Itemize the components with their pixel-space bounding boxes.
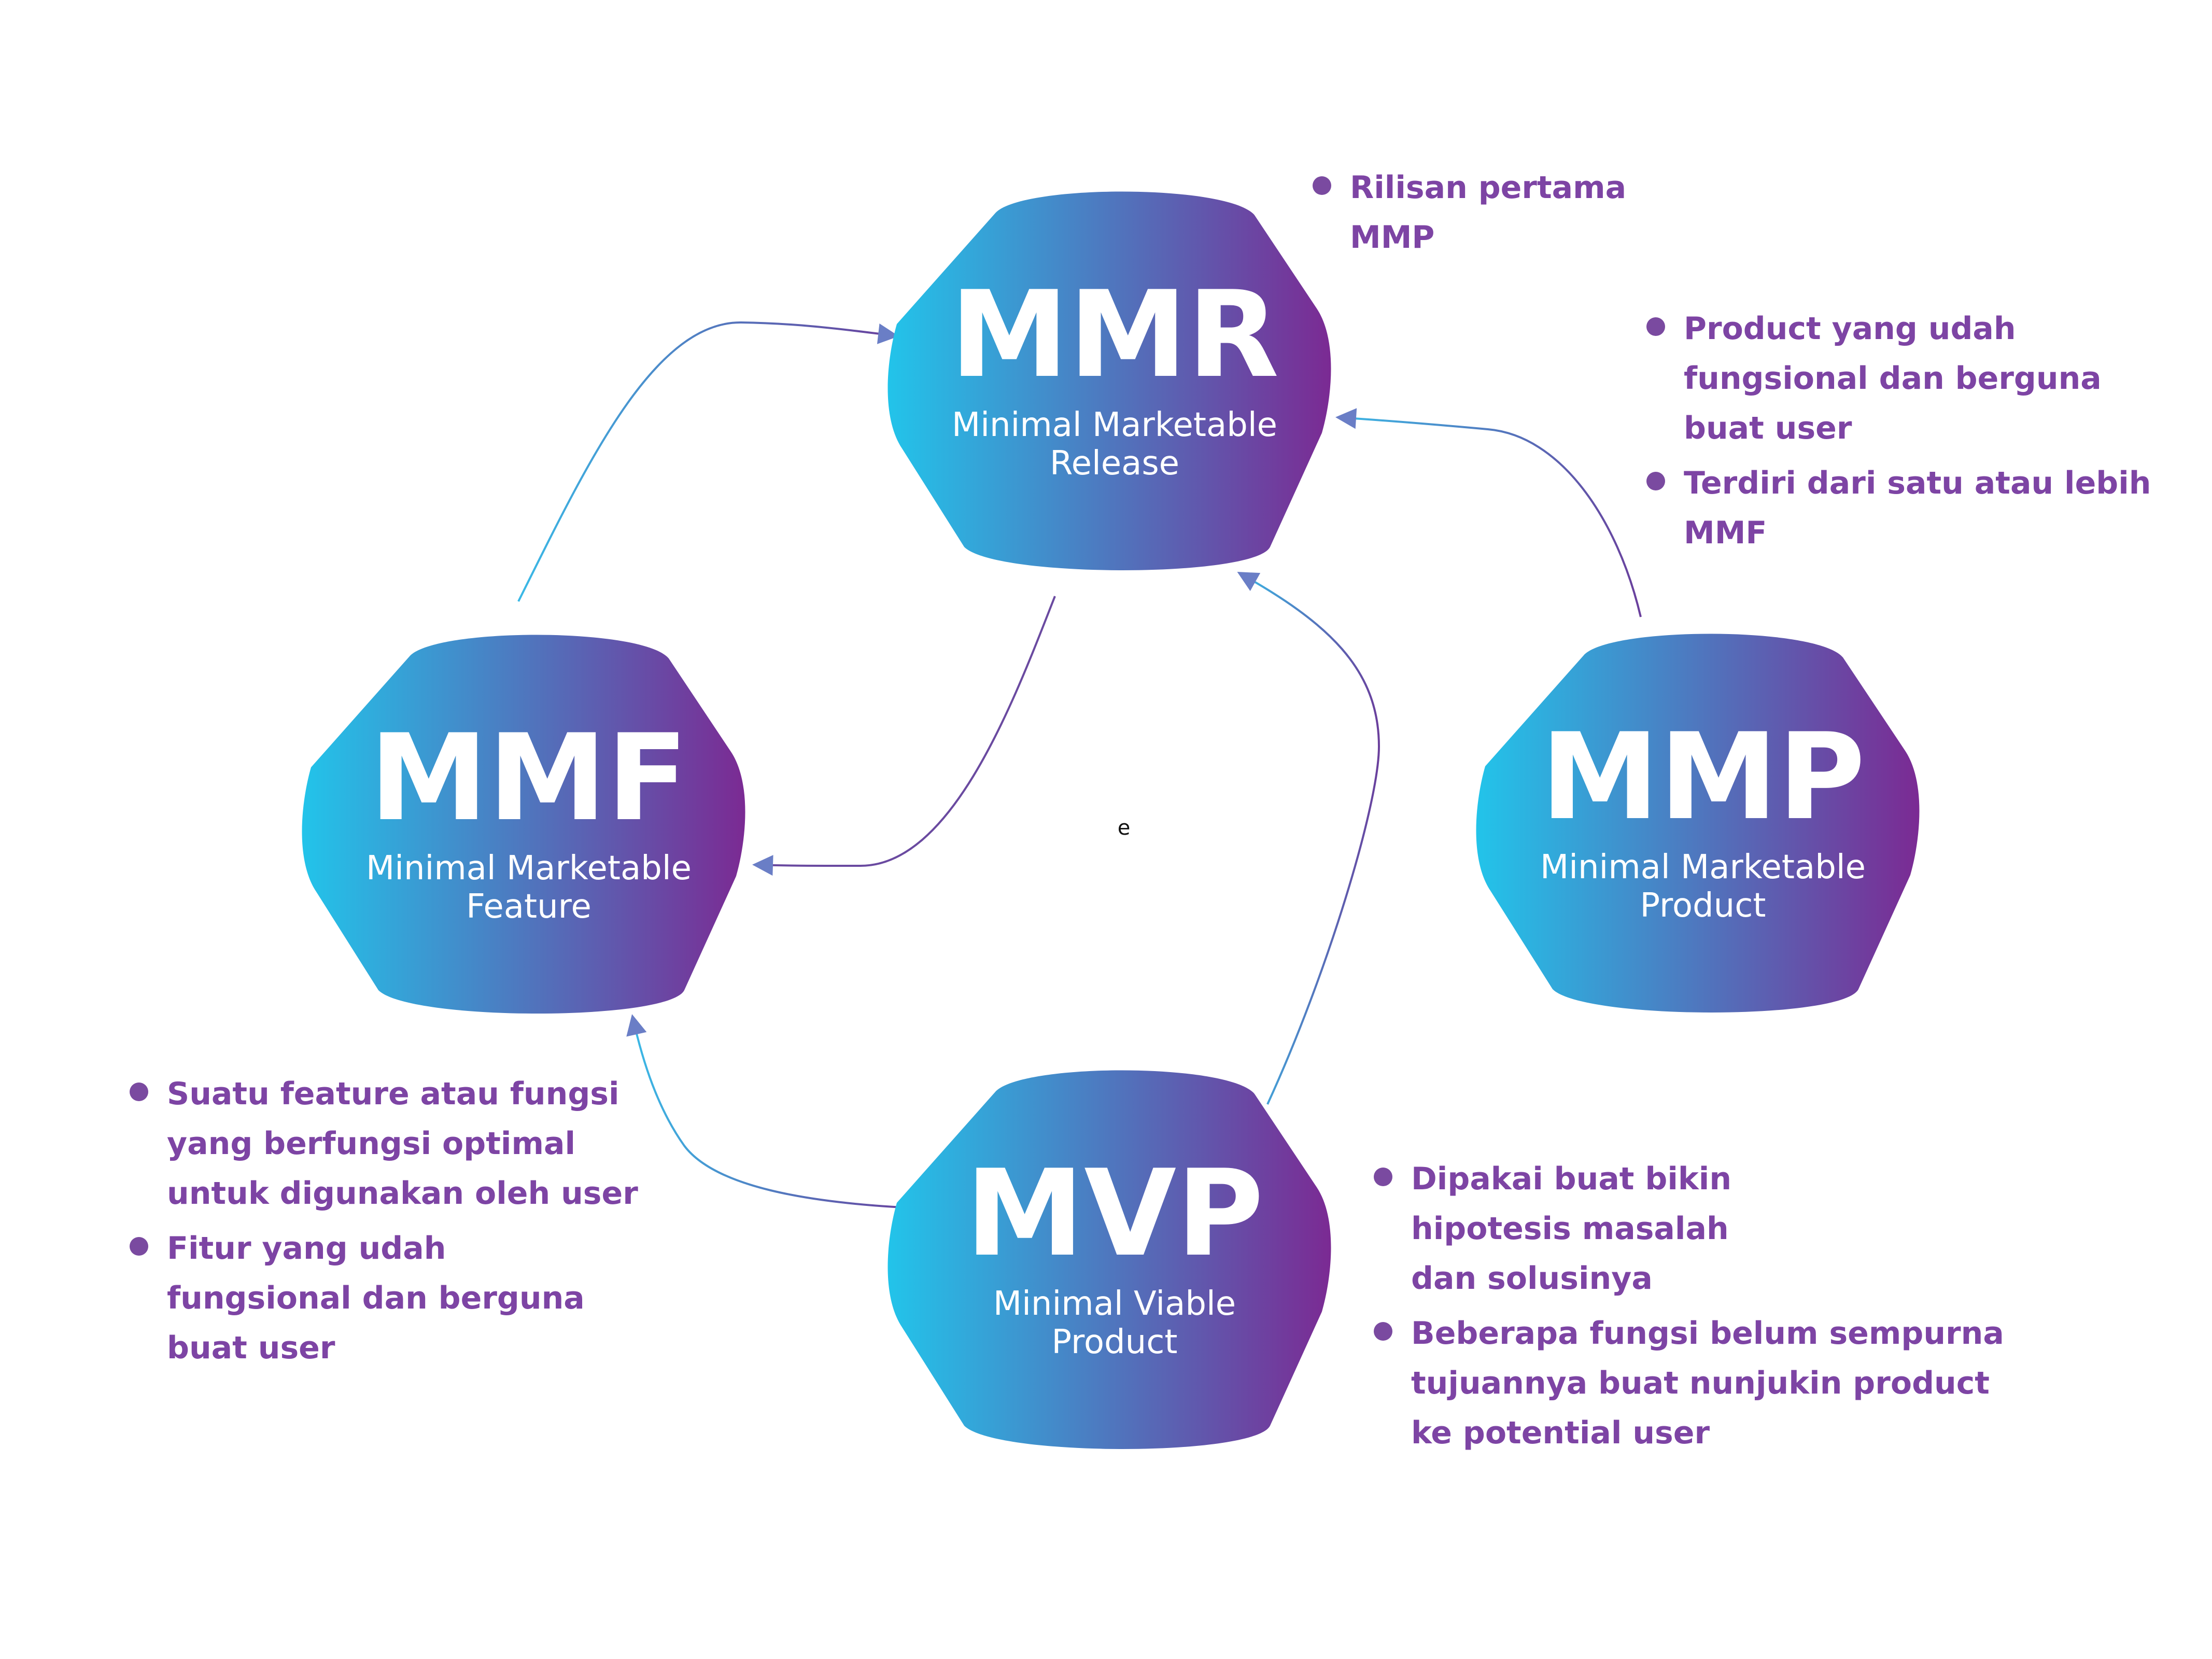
mmf-subtitle-line1: Minimal Marketable [366, 849, 692, 888]
mmf-note-item: Fitur yang udah fungsional dan berguna b… [130, 1224, 685, 1373]
mvp-notes: Dipakai buat bikin hipotesis masalah dan… [1374, 1154, 2033, 1463]
stray-label: e [1118, 816, 1131, 840]
mmf-abbreviation: MMF [370, 709, 688, 848]
mmr-subtitle-line1: Minimal Marketable [952, 406, 1277, 444]
bullet-dot [1646, 472, 1665, 490]
mmp-note-item: Product yang udah fungsional dan berguna… [1646, 304, 2202, 453]
connector-mmr-to-mmf [752, 596, 1056, 876]
mmp-notes: Product yang udah fungsional dan berguna… [1646, 304, 2202, 563]
mmf-notes: Suatu feature atau fungsi yang berfungsi… [130, 1069, 685, 1378]
connector-mvp-to-mmr [1237, 572, 1380, 1105]
mmr-node[interactable]: MMR Minimal Marketable Release [887, 191, 1331, 570]
mmf-node[interactable]: MMF Minimal Marketable Feature [302, 635, 745, 1014]
mmf-hexagon-shape [302, 635, 745, 1014]
connector-mmf-to-mmr [517, 321, 899, 602]
mmr-note-item: Rilisan pertama MMP [1313, 163, 1816, 262]
mmp-note-text: Terdiri dari satu atau lebih MMF [1684, 465, 2151, 551]
mmr-notes: Rilisan pertama MMP [1313, 163, 1816, 268]
mmp-subtitle-line1: Minimal Marketable [1540, 848, 1866, 887]
mvp-note-item: Dipakai buat bikin hipotesis masalah dan… [1374, 1154, 2033, 1303]
mvp-hexagon-shape [887, 1070, 1331, 1449]
bullet-dot [1374, 1168, 1392, 1186]
bullet-dot [1646, 317, 1665, 336]
bullet-dot [130, 1237, 148, 1256]
bullet-dot [1313, 176, 1331, 195]
mmf-note-text: Fitur yang udah fungsional dan berguna b… [167, 1230, 585, 1366]
connector-mmp-to-mmr [1335, 408, 1642, 617]
mvp-abbreviation: MVP [965, 1145, 1263, 1283]
mmp-hexagon-shape [1476, 634, 1920, 1013]
bullet-dot [130, 1082, 148, 1101]
mmp-subtitle-line2: Product [1640, 887, 1766, 925]
mmr-abbreviation: MMR [950, 266, 1279, 404]
mvp-note-text: Dipakai buat bikin hipotesis masalah dan… [1411, 1161, 1732, 1297]
bullet-dot [1374, 1322, 1392, 1341]
mmf-note-text: Suatu feature atau fungsi yang berfungsi… [167, 1076, 638, 1212]
mvp-subtitle-line1: Minimal Viable [993, 1285, 1236, 1323]
mmr-hexagon-shape [887, 191, 1331, 570]
mmp-note-item: Terdiri dari satu atau lebih MMF [1646, 458, 2202, 558]
mmf-subtitle-line2: Feature [466, 888, 591, 926]
mvp-note-text: Beberapa fungsi belum sempurna tujuannya… [1411, 1315, 2004, 1451]
mvp-note-item: Beberapa fungsi belum sempurna tujuannya… [1374, 1309, 2033, 1458]
connector-mvp-to-mmf [626, 1014, 913, 1209]
mmp-note-text: Product yang udah fungsional dan berguna… [1684, 311, 2102, 446]
mmp-abbreviation: MMP [1541, 708, 1865, 847]
mmr-subtitle-line2: Release [1050, 444, 1179, 483]
mvp-subtitle-line2: Product [1052, 1323, 1178, 1361]
mmf-note-item: Suatu feature atau fungsi yang berfungsi… [130, 1069, 685, 1218]
mmr-note-text: Rilisan pertama MMP [1350, 170, 1627, 256]
mvp-node[interactable]: MVP Minimal Viable Product [887, 1070, 1331, 1449]
mmp-node[interactable]: MMP Minimal Marketable Product [1476, 634, 1920, 1013]
